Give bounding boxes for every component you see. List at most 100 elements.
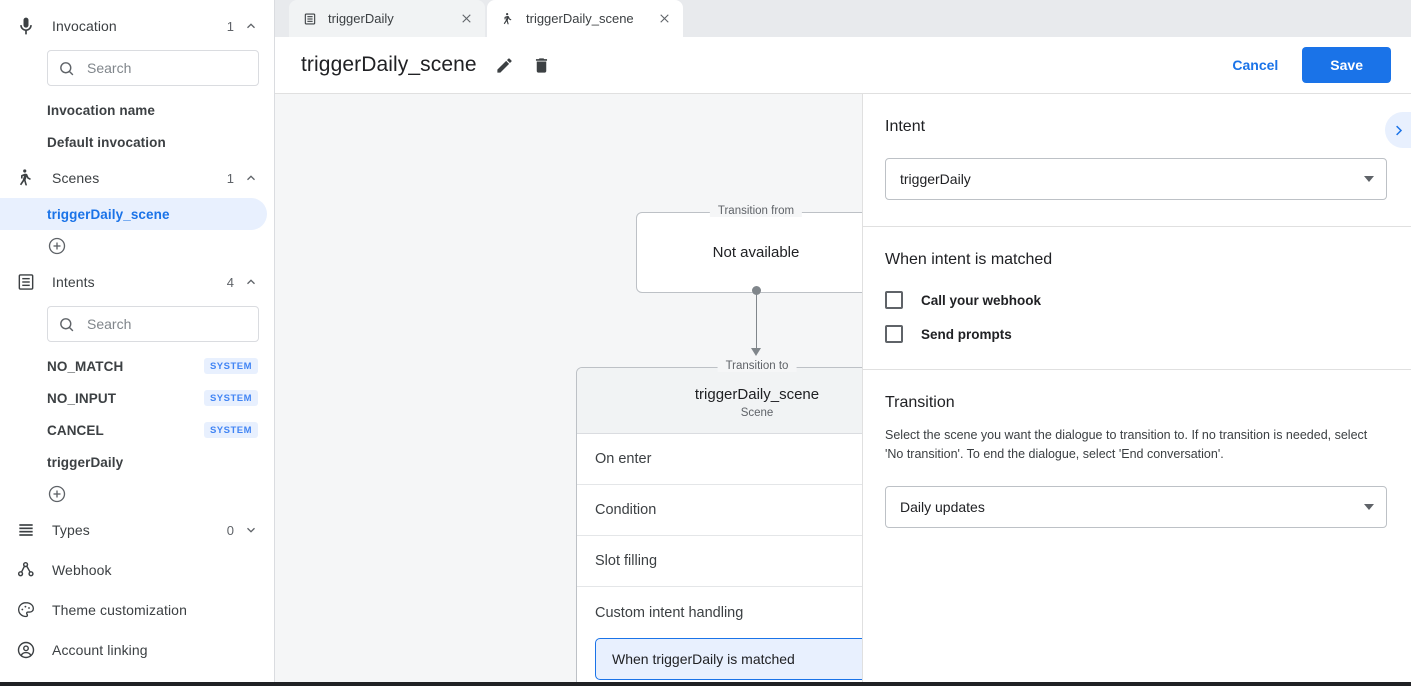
caret-down-icon — [1364, 176, 1374, 182]
caret-down-icon — [1364, 503, 1374, 510]
tab-label: triggerDaily — [328, 11, 394, 26]
chevron-up-icon[interactable] — [244, 275, 258, 289]
scene-card-name: triggerDaily_scene — [694, 386, 820, 403]
scene-card-header: triggerDaily_scene Scene — [577, 368, 862, 434]
chevron-right-icon[interactable] — [1385, 112, 1411, 148]
save-button[interactable]: Save — [1302, 47, 1391, 83]
sidebar-item-label: Invocation name — [47, 102, 156, 118]
checkbox-label: Call your webhook — [921, 292, 1042, 308]
search-icon — [58, 316, 75, 333]
when-intent-matched-section: When intent is matched Call your webhook… — [863, 227, 1411, 370]
invocation-search-input[interactable] — [85, 59, 270, 77]
intent-details-panel: Intent triggerDaily When intent is match… — [862, 94, 1411, 686]
scene-row-custom-intent-handling[interactable]: Custom intent handling + — [577, 587, 862, 638]
intent-handler-label: When triggerDaily is matched — [612, 651, 795, 667]
intents-icon — [303, 12, 317, 26]
cancel-button[interactable]: Cancel — [1220, 48, 1290, 82]
scene-group-custom-intent-handling: Custom intent handling + When triggerDai… — [577, 587, 862, 686]
connector-line — [755, 290, 757, 352]
chevron-up-icon[interactable] — [244, 19, 258, 33]
sidebar-section-label: Intents — [52, 274, 95, 290]
sidebar-item-label: Theme customization — [52, 602, 187, 618]
page-header: triggerDaily_scene Cancel Save — [275, 37, 1411, 94]
sidebar-item-label: Account linking — [52, 642, 148, 658]
sidebar-item-no-match[interactable]: NO_MATCH SYSTEM — [0, 350, 274, 382]
intent-handler-chip[interactable]: When triggerDaily is matched — [595, 638, 862, 680]
intent-select[interactable]: triggerDaily — [885, 158, 1387, 200]
main-area: triggerDaily triggerDaily_scene triggerD… — [275, 0, 1411, 686]
close-icon[interactable] — [460, 12, 473, 25]
sidebar-item-webhook[interactable]: Webhook — [0, 550, 274, 590]
sidebar-item-count: 0 — [226, 522, 234, 538]
sidebar-section-scenes[interactable]: Scenes 1 — [0, 158, 274, 198]
sidebar-item-invocation-name[interactable]: Invocation name — [0, 94, 274, 126]
transition-section-title: Transition — [885, 394, 955, 411]
checkbox-send-prompts[interactable]: Send prompts — [885, 325, 1387, 343]
palette-icon — [14, 598, 38, 622]
transition-select[interactable]: Daily updates — [885, 485, 1387, 528]
scene-icon — [14, 166, 38, 190]
sidebar-item-theme-customization[interactable]: Theme customization — [0, 590, 274, 630]
sidebar-section-invocation[interactable]: Invocation 1 — [0, 6, 274, 46]
sidebar-section-count: 4 — [226, 274, 234, 290]
page-title: triggerDaily_scene — [301, 53, 477, 76]
sidebar-item-label: NO_INPUT — [47, 390, 117, 406]
sidebar-item-label: Webhook — [52, 562, 112, 578]
when-intent-matched-title: When intent is matched — [885, 251, 1053, 268]
checkbox-box[interactable] — [885, 325, 903, 343]
transition-section-description: Select the scene you want the dialogue t… — [885, 428, 1368, 461]
tab-label: triggerDaily_scene — [526, 11, 634, 26]
status-badge: SYSTEM — [203, 390, 258, 406]
intent-section-title: Intent — [885, 118, 926, 135]
search-icon — [58, 60, 75, 77]
chevron-up-icon[interactable] — [244, 171, 258, 185]
scene-row-label: Slot filling — [595, 553, 658, 569]
sidebar-item-label: triggerDaily_scene — [47, 206, 170, 222]
close-icon[interactable] — [658, 12, 671, 25]
sidebar-item-triggerdaily-scene[interactable]: triggerDaily_scene — [0, 198, 267, 230]
chevron-down-icon[interactable] — [244, 523, 258, 537]
scene-row-slot-filling[interactable]: Slot filling + — [577, 536, 862, 587]
sidebar-section-count: 1 — [226, 170, 234, 186]
checkbox-label: Send prompts — [921, 326, 1012, 342]
tab-triggerdaily-scene[interactable]: triggerDaily_scene — [487, 0, 683, 37]
intents-search-box[interactable] — [47, 306, 270, 342]
pencil-icon[interactable] — [495, 56, 514, 75]
intents-search-wrap — [0, 302, 274, 350]
sidebar-item-label: Default invocation — [47, 134, 166, 150]
scene-graph-canvas[interactable]: Transition from Not available Transition… — [275, 94, 862, 686]
trash-icon[interactable] — [532, 56, 551, 75]
transition-select-value: Daily updates — [900, 498, 985, 515]
checkbox-box[interactable] — [885, 291, 903, 309]
status-badge: SYSTEM — [203, 358, 258, 374]
checkbox-call-your-webhook[interactable]: Call your webhook — [885, 291, 1387, 309]
add-scene-row — [0, 230, 274, 262]
invocation-search-box[interactable] — [47, 50, 270, 86]
sidebar-section-label: Invocation — [52, 18, 117, 34]
scene-icon — [501, 12, 515, 26]
sidebar-item-cancel[interactable]: CANCEL SYSTEM — [0, 414, 274, 446]
intents-search-input[interactable] — [85, 315, 270, 333]
intents-icon — [14, 270, 38, 294]
sidebar-item-account-linking[interactable]: Account linking — [0, 630, 274, 670]
body-split: Transition from Not available Transition… — [275, 94, 1411, 686]
sidebar-item-triggerdaily[interactable]: triggerDaily — [0, 446, 274, 478]
intent-select-value: triggerDaily — [900, 171, 971, 187]
scene-row-on-enter[interactable]: On enter + — [577, 434, 862, 485]
add-scene-icon[interactable] — [47, 236, 67, 256]
bottom-strip — [0, 682, 1411, 686]
scene-node-card[interactable]: Transition to triggerDaily_scene Scene O… — [576, 360, 862, 686]
sidebar-section-label: Scenes — [52, 170, 100, 186]
scene-row-condition[interactable]: Condition + — [577, 485, 862, 536]
scene-row-label: Custom intent handling — [595, 604, 744, 621]
transition-from-node[interactable]: Transition from Not available — [636, 205, 862, 293]
sidebar-item-types[interactable]: Types 0 — [0, 510, 274, 550]
add-intent-icon[interactable] — [47, 484, 67, 504]
transition-section: Transition Select the scene you want the… — [863, 370, 1411, 554]
tab-triggerdaily[interactable]: triggerDaily — [289, 0, 485, 37]
sidebar-item-no-input[interactable]: NO_INPUT SYSTEM — [0, 382, 274, 414]
invocation-search-wrap — [0, 46, 274, 94]
add-intent-row — [0, 478, 274, 510]
sidebar-section-intents[interactable]: Intents 4 — [0, 262, 274, 302]
sidebar-item-default-invocation[interactable]: Default invocation — [0, 126, 274, 158]
